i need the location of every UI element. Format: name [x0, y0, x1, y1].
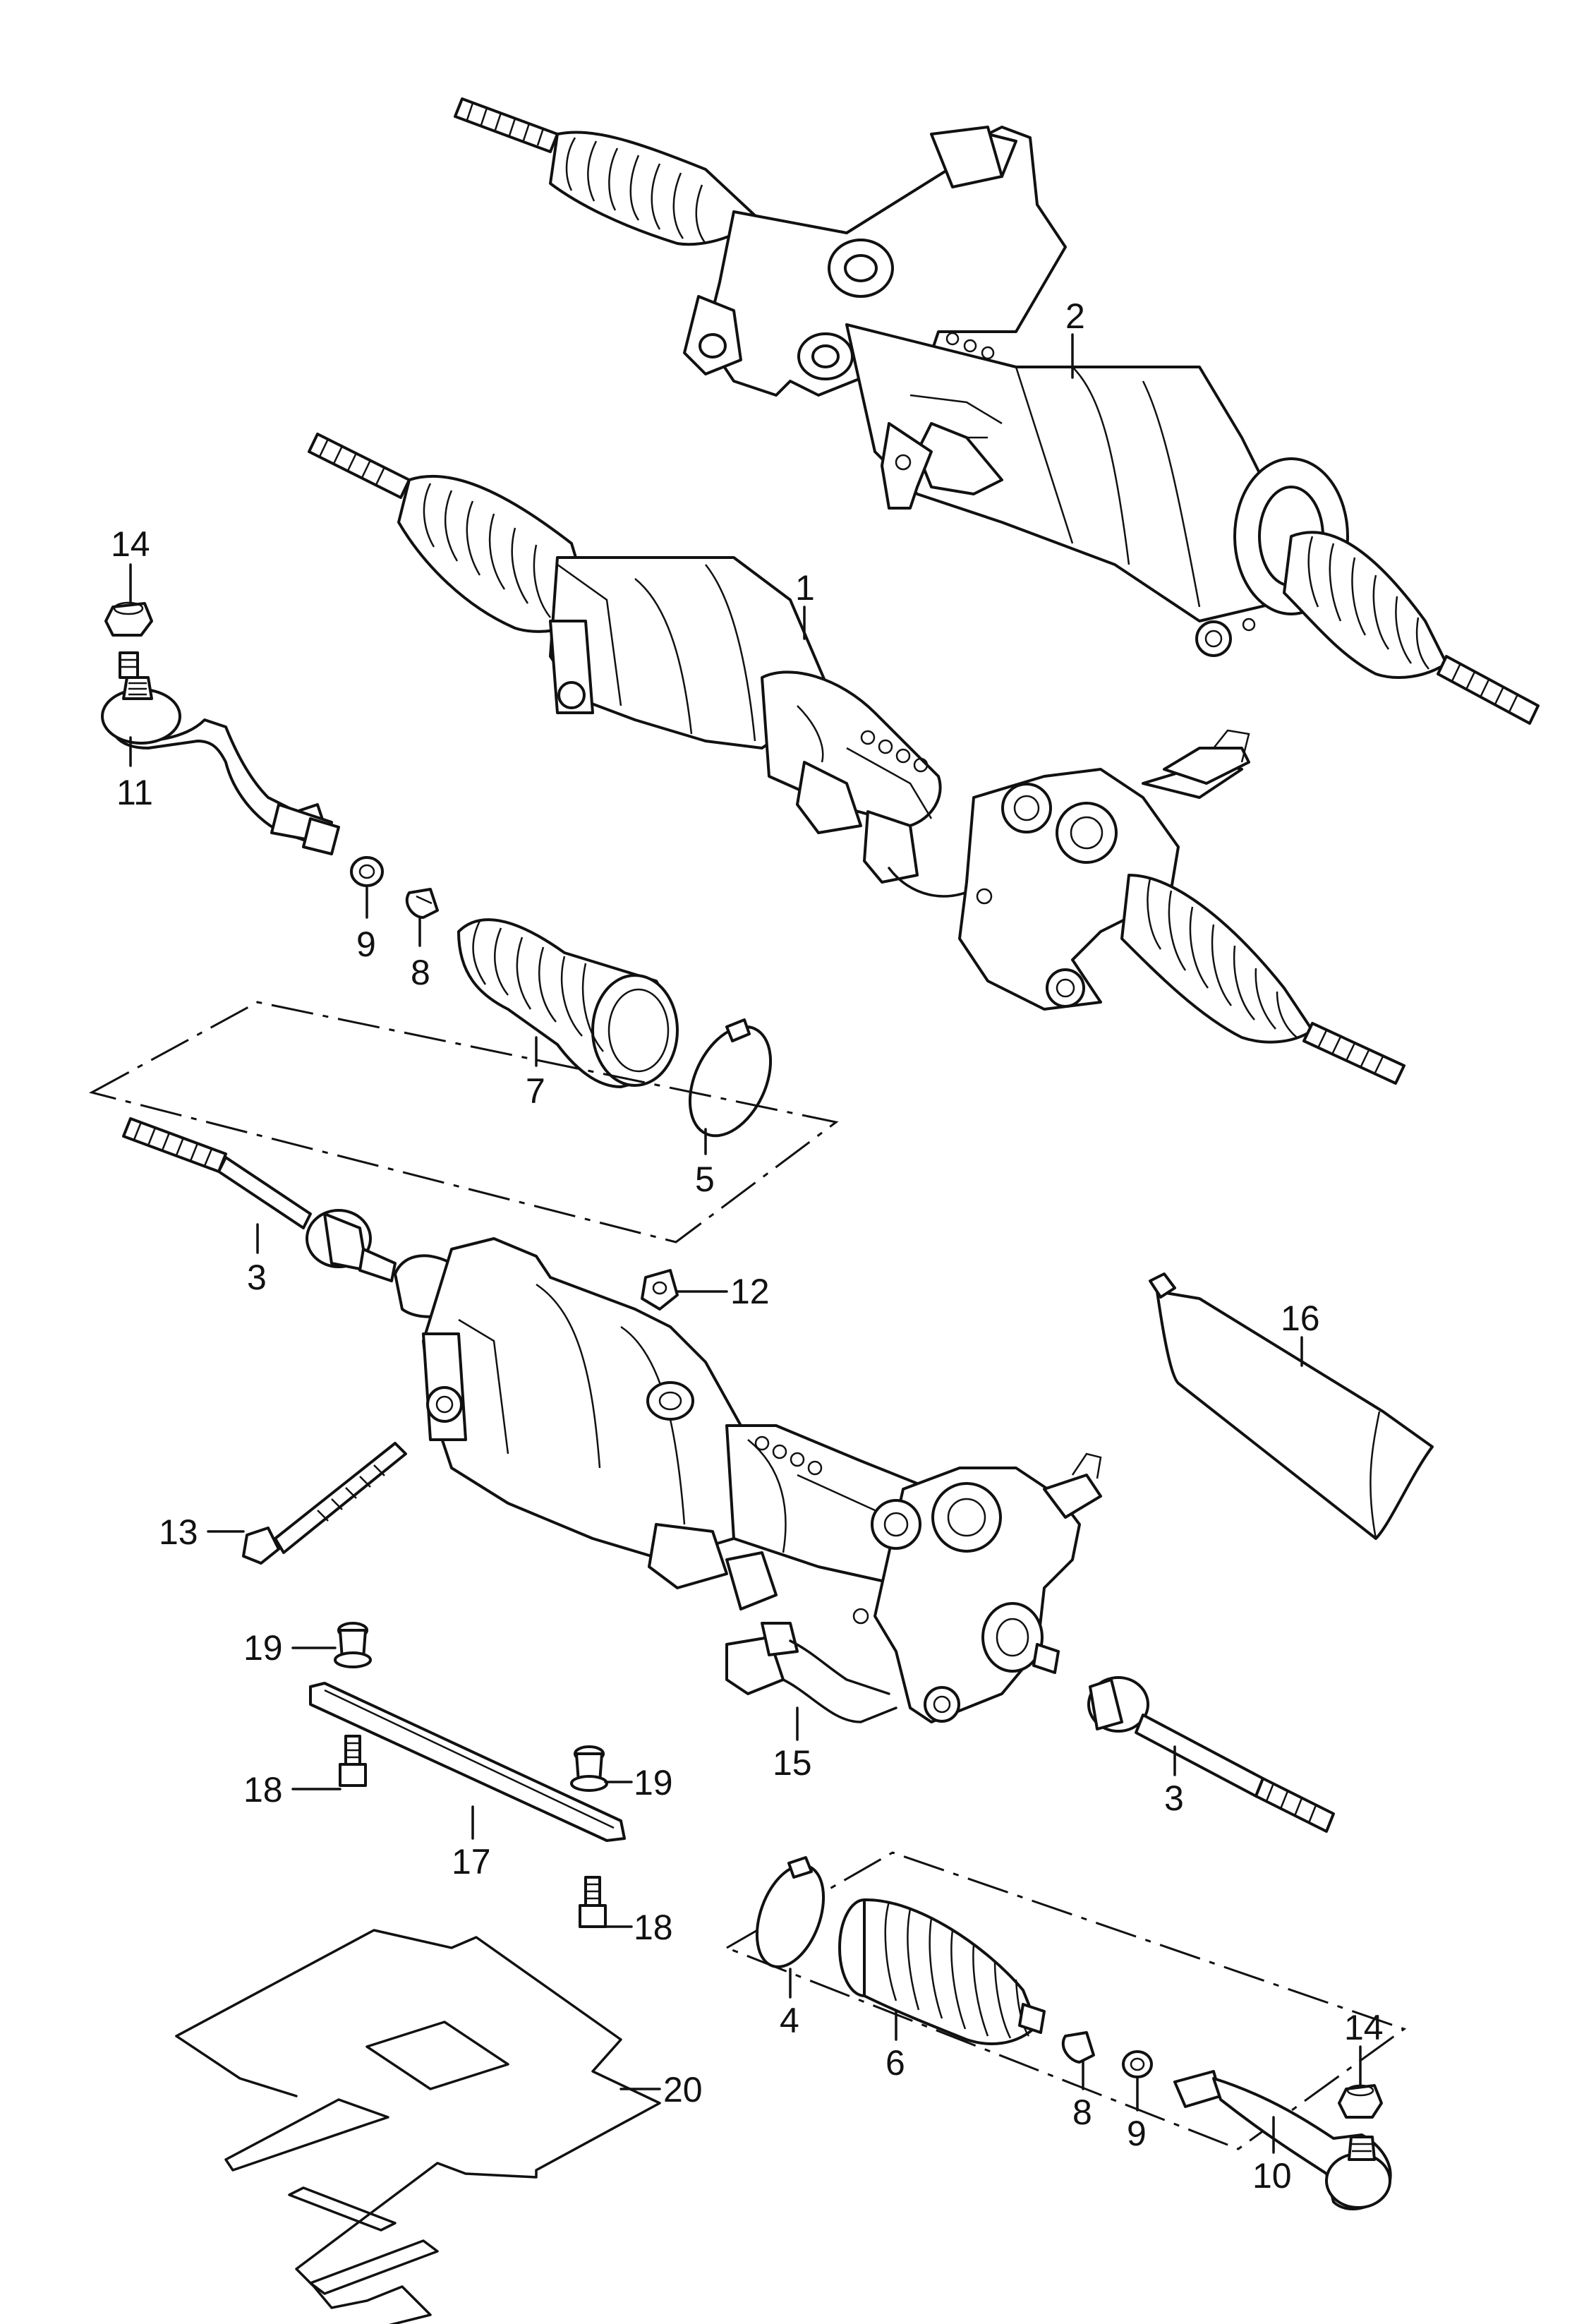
callout-19-right: 19: [634, 1763, 673, 1802]
clip-8-right: [1061, 2031, 1095, 2064]
callout-14-right: 14: [1344, 2008, 1384, 2047]
shield-17: [309, 1682, 626, 1842]
group-frame-upper: [88, 1001, 839, 1244]
boot-6: [838, 1898, 1046, 2045]
nut-9-right: [1122, 2050, 1153, 2078]
callout-14-left: 14: [111, 524, 150, 564]
callout-8-right: 8: [1072, 2093, 1092, 2132]
steering-rack-1: [308, 433, 1405, 1085]
callout-19-left: 19: [243, 1628, 283, 1668]
inner-tie-rod-3-right: [1087, 1676, 1335, 1833]
boot-7: [457, 918, 679, 1088]
steering-rack-assembly: [394, 1237, 1102, 1723]
grease-tube-16: [1149, 1272, 1434, 1540]
callout-20: 20: [663, 2070, 703, 2109]
callout-18-right: 18: [634, 1908, 673, 1947]
bolt-18-left: [339, 1735, 367, 1787]
callout-6: 6: [885, 2043, 905, 2083]
callout-3-right: 3: [1164, 1778, 1184, 1818]
clamp-4: [755, 1856, 826, 1968]
bolt-19-left: [334, 1622, 372, 1668]
inner-tie-rod-3-left: [122, 1117, 397, 1282]
steering-rack-2: [454, 97, 1540, 725]
nut-9-left: [350, 856, 384, 887]
clip-8-left: [405, 888, 439, 919]
bolt-19-right: [570, 1745, 608, 1792]
panel-20: [175, 1929, 661, 2324]
bolt-13: [242, 1442, 407, 1565]
callout-5: 5: [695, 1160, 715, 1199]
nut-14-left: [104, 601, 153, 679]
callout-2: 2: [1065, 296, 1085, 336]
callout-9-right: 9: [1127, 2114, 1147, 2153]
callout-9-left: 9: [356, 925, 376, 964]
callout-11: 11: [116, 773, 153, 812]
group-frame-lower: [724, 1851, 1407, 2150]
clamp-5: [688, 1018, 773, 1138]
callout-16: 16: [1281, 1299, 1320, 1338]
tie-rod-end-11: [101, 676, 340, 855]
callout-15: 15: [773, 1743, 812, 1783]
callout-3-left: 3: [247, 1258, 267, 1297]
callout-12: 12: [730, 1272, 770, 1311]
callout-13: 13: [159, 1512, 198, 1552]
callout-18-left: 18: [243, 1770, 283, 1810]
callout-1: 1: [795, 568, 815, 608]
nut-12: [641, 1269, 679, 1311]
callout-17: 17: [452, 1842, 491, 1882]
bolt-18-right: [579, 1876, 607, 1928]
nut-14-right: [1338, 2084, 1383, 2119]
callout-8-left: 8: [411, 953, 430, 992]
leader-lines: [129, 333, 1362, 2154]
callout-10: 10: [1252, 2156, 1292, 2196]
sensor-15: [725, 1622, 897, 1723]
tie-rod-end-10: [1173, 2070, 1392, 2210]
callout-7: 7: [526, 1071, 545, 1111]
callouts: 2 1 14 11 9 8 7 5 3 12 16 13 19 15 18 19…: [111, 296, 1384, 2196]
callout-4: 4: [780, 2001, 799, 2040]
